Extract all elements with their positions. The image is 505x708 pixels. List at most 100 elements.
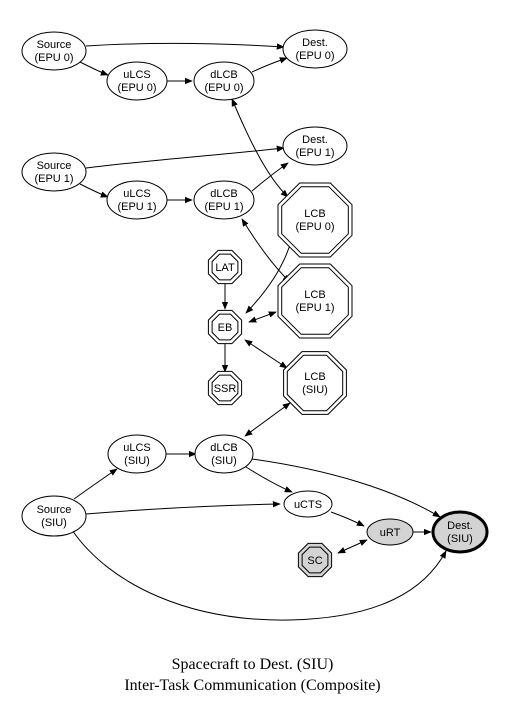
node-dlcb-siu-line1: dLCB xyxy=(210,442,238,454)
node-dlcb-epu0-line2: (EPU 0) xyxy=(204,82,243,94)
node-ssr-inner-border xyxy=(211,374,239,402)
node-lat-outer-border xyxy=(207,249,243,285)
node-ssr: SSR xyxy=(207,370,243,406)
svg-text:LCB(EPU 1): LCB(EPU 1) xyxy=(295,289,334,314)
node-ucts-label: uCTS xyxy=(294,499,322,511)
node-lcb-epu1: LCB(EPU 1) xyxy=(277,263,353,339)
svg-text:Dest.(EPU 0): Dest.(EPU 0) xyxy=(295,37,334,62)
node-dlcb-epu1: dLCB(EPU 1) xyxy=(193,180,255,220)
edge-source-epu0-to-ulcs-epu0 xyxy=(79,61,109,76)
edge-dlcb-siu-to-lcb-siu xyxy=(244,402,291,437)
node-dest-epu0-line1: Dest. xyxy=(302,37,328,49)
node-ulcs-epu0-line2: (EPU 0) xyxy=(117,82,156,94)
svg-text:Dest.(EPU 1): Dest.(EPU 1) xyxy=(295,134,334,159)
node-lcb-epu0-line2: (EPU 0) xyxy=(295,221,334,233)
node-source-siu-line2: (SIU) xyxy=(41,517,67,529)
node-lcb-siu: LCB(SIU) xyxy=(283,351,347,415)
node-ulcs-siu-line2: (SIU) xyxy=(124,455,150,467)
edge-source-siu-to-dest-siu xyxy=(71,529,447,621)
node-lcb-siu-line1: LCB xyxy=(304,371,325,383)
node-sc-inner-border xyxy=(301,546,329,574)
node-dest-epu1: Dest.(EPU 1) xyxy=(282,126,348,166)
node-dest-epu1-line1: Dest. xyxy=(302,134,328,146)
node-ulcs-epu0: uLCS(EPU 0) xyxy=(106,61,168,101)
edge-dlcb-siu-to-dest-siu xyxy=(251,458,441,518)
node-ulcs-siu: uLCS(SIU) xyxy=(107,434,167,474)
edge-source-siu-to-ucts xyxy=(85,500,281,515)
node-source-epu1: Source(EPU 1) xyxy=(21,152,87,192)
node-dest-siu: Dest.(SIU) xyxy=(431,510,489,554)
node-dest-siu-line2: (SIU) xyxy=(447,533,473,545)
node-source-epu1-line2: (EPU 1) xyxy=(34,173,73,185)
node-urt: uRT xyxy=(366,518,414,546)
svg-text:dLCB(EPU 1): dLCB(EPU 1) xyxy=(204,188,243,213)
svg-text:uLCS(EPU 1): uLCS(EPU 1) xyxy=(117,188,156,213)
node-lat-inner-border xyxy=(211,253,239,281)
edge-ucts-to-urt xyxy=(330,511,365,527)
caption-title: Spacecraft to Dest. (SIU) xyxy=(171,656,334,673)
svg-text:LCB(EPU 0): LCB(EPU 0) xyxy=(295,208,334,233)
node-dest-siu-line1: Dest. xyxy=(447,520,473,532)
node-lcb-epu1-outer-border xyxy=(277,263,353,339)
edge-source-siu-to-ulcs-siu xyxy=(73,468,118,500)
edge-source-epu0-to-dest-epu0 xyxy=(85,42,285,50)
node-ulcs-epu1: uLCS(EPU 1) xyxy=(106,180,168,220)
node-source-epu0-line2: (EPU 0) xyxy=(34,52,73,64)
svg-text:uLCS(EPU 0): uLCS(EPU 0) xyxy=(117,69,156,94)
edge-source-epu1-to-dest-epu1 xyxy=(85,145,285,169)
node-lcb-epu0: LCB(EPU 0) xyxy=(277,182,353,258)
edge-source-epu1-to-ulcs-epu1 xyxy=(79,183,109,198)
node-source-epu0-line1: Source xyxy=(37,39,72,51)
node-ulcs-siu-line1: uLCS xyxy=(123,442,151,454)
svg-text:dLCB(SIU): dLCB(SIU) xyxy=(210,442,238,467)
edge-eb-to-lcb-siu xyxy=(244,339,288,369)
edge-eb-to-lcb-epu1 xyxy=(248,311,277,323)
node-lcb-epu1-line1: LCB xyxy=(304,289,325,301)
svg-text:Source(EPU 1): Source(EPU 1) xyxy=(34,160,73,185)
node-ulcs-epu1-line1: uLCS xyxy=(123,188,151,200)
node-urt-label: uRT xyxy=(380,527,401,539)
node-ssr-outer-border xyxy=(207,370,243,406)
node-lcb-epu0-line1: LCB xyxy=(304,208,325,220)
edges-layer xyxy=(71,42,447,621)
node-dest-epu0: Dest.(EPU 0) xyxy=(282,29,348,69)
node-ulcs-epu0-line1: uLCS xyxy=(123,69,151,81)
edge-dlcb-epu1-to-dest-epu1 xyxy=(251,162,289,192)
node-source-epu1-line1: Source xyxy=(37,160,72,172)
svg-text:dLCB(EPU 0): dLCB(EPU 0) xyxy=(204,69,243,94)
node-eb-outer-border xyxy=(207,309,243,345)
node-dest-epu1-line2: (EPU 1) xyxy=(295,147,334,159)
node-ulcs-epu1-line2: (EPU 1) xyxy=(117,201,156,213)
node-lcb-epu0-outer-border xyxy=(277,182,353,258)
node-ucts: uCTS xyxy=(283,490,333,518)
node-dlcb-epu0-line1: dLCB xyxy=(210,69,238,81)
node-source-epu0: Source(EPU 0) xyxy=(21,31,87,71)
svg-text:LCB(SIU): LCB(SIU) xyxy=(302,371,328,396)
node-lcb-epu1-line2: (EPU 1) xyxy=(295,302,334,314)
edge-dlcb-epu0-to-dest-epu0 xyxy=(251,57,288,73)
node-dlcb-epu1-line2: (EPU 1) xyxy=(204,201,243,213)
node-dest-epu0-line2: (EPU 0) xyxy=(295,50,334,62)
edge-urt-to-sc xyxy=(337,539,368,554)
svg-text:Source(EPU 0): Source(EPU 0) xyxy=(34,39,73,64)
node-sc: SC xyxy=(297,542,333,578)
svg-text:uLCS(SIU): uLCS(SIU) xyxy=(123,442,151,467)
node-lcb-siu-outer-border xyxy=(283,351,347,415)
node-ssr-label: SSR xyxy=(214,383,237,395)
node-lat: LAT xyxy=(207,249,243,285)
node-dlcb-epu0: dLCB(EPU 0) xyxy=(193,61,255,101)
node-lcb-epu1-inner-border xyxy=(281,267,349,335)
node-eb: EB xyxy=(207,309,243,345)
caption-subtitle: Inter-Task Communication (Composite) xyxy=(124,677,381,694)
node-lat-label: LAT xyxy=(215,262,235,274)
edge-dlcb-siu-to-ucts xyxy=(245,466,293,493)
node-lcb-siu-inner-border xyxy=(286,354,344,412)
node-dlcb-epu1-line1: dLCB xyxy=(210,188,238,200)
node-source-siu-line1: Source xyxy=(37,504,72,516)
node-eb-inner-border xyxy=(211,313,239,341)
node-lcb-epu0-inner-border xyxy=(281,186,349,254)
svg-text:Source(SIU): Source(SIU) xyxy=(37,504,72,529)
node-eb-label: EB xyxy=(218,322,233,334)
node-sc-outer-border xyxy=(297,542,333,578)
nodes-layer: Source(EPU 0) Dest.(EPU 0) uLCS(EPU 0) d… xyxy=(21,29,489,578)
